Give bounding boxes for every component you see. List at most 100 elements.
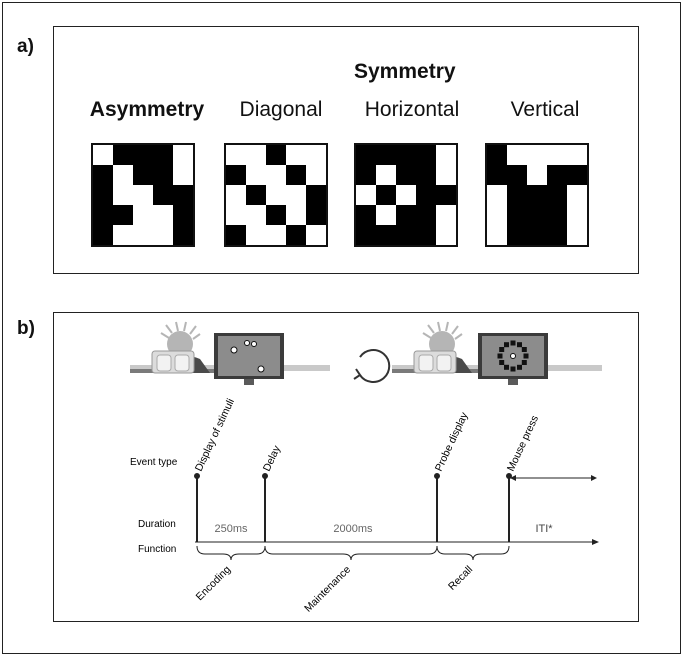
- participant-illustration-recall: [392, 321, 602, 385]
- pattern-cell: [527, 145, 547, 165]
- duration-iti: ITI*: [535, 523, 553, 535]
- pattern-cell: [396, 185, 416, 205]
- duration-2000ms: 2000ms: [333, 523, 373, 535]
- pattern-cell: [547, 225, 567, 245]
- pattern-cell: [527, 225, 547, 245]
- pattern-cell: [153, 145, 173, 165]
- pattern-cell: [133, 225, 153, 245]
- pattern-cell: [487, 145, 507, 165]
- event-marker-probe: [434, 473, 440, 479]
- pattern-cell: [286, 205, 306, 225]
- eeg-cap-electrodes: [422, 321, 463, 340]
- pattern-cell: [153, 225, 173, 245]
- pattern-cell: [113, 205, 133, 225]
- pattern-cell: [113, 145, 133, 165]
- pattern-cell: [396, 225, 416, 245]
- pattern-cell: [306, 225, 326, 245]
- probe-square: [523, 353, 529, 359]
- pattern-cell: [93, 185, 113, 205]
- stimulus-dot: [251, 341, 257, 347]
- event-marker-delay: [262, 473, 268, 479]
- diagonal-label: Diagonal: [239, 98, 323, 121]
- pattern-cell: [356, 145, 376, 165]
- pattern-cell: [266, 145, 286, 165]
- probe-square: [499, 360, 505, 365]
- pattern-cell: [356, 185, 376, 205]
- pattern-cell: [286, 165, 306, 185]
- horizontal-pattern: [354, 143, 458, 247]
- monitor-stand: [244, 379, 254, 385]
- pattern-cell: [567, 165, 587, 185]
- event-label-display-of-stimuli: Display of stimuli: [193, 397, 237, 473]
- probe-center-dot: [510, 353, 516, 359]
- pattern-cell: [416, 185, 436, 205]
- probe-square: [499, 347, 505, 352]
- pattern-cell: [436, 145, 456, 165]
- pattern-cell: [153, 205, 173, 225]
- function-row-label: Function: [138, 544, 176, 555]
- eeg-cap-electrodes: [160, 321, 201, 340]
- function-label-encoding: Encoding: [194, 564, 234, 604]
- pattern-cell: [113, 185, 133, 205]
- pattern-cell: [306, 205, 326, 225]
- pattern-cell: [396, 205, 416, 225]
- stimulus-dot: [230, 346, 238, 354]
- probe-ring: [497, 340, 529, 372]
- pattern-cell: [507, 185, 527, 205]
- pattern-cell: [527, 165, 547, 185]
- stimulus-dot: [257, 365, 265, 373]
- pattern-cell: [246, 145, 266, 165]
- pattern-cell: [226, 165, 246, 185]
- event-type-row-label: Event type: [130, 457, 178, 468]
- pattern-cell: [133, 185, 153, 205]
- pattern-cell: [93, 225, 113, 245]
- probe-square: [504, 342, 509, 348]
- panel-b-label: b): [17, 318, 35, 339]
- pattern-cell: [173, 185, 193, 205]
- pattern-cell: [507, 205, 527, 225]
- event-label-mouse-press: Mouse press: [505, 414, 541, 474]
- pattern-cell: [306, 165, 326, 185]
- stimulus-dot: [244, 340, 250, 346]
- response-button-right: [174, 354, 190, 372]
- function-label-maintenance: Maintenance: [302, 564, 353, 615]
- vertical-label: Vertical: [510, 98, 580, 121]
- probe-square: [510, 366, 516, 372]
- panel-a-label: a): [17, 36, 34, 57]
- pattern-cell: [133, 145, 153, 165]
- repeat-cycle-icon: [353, 349, 391, 383]
- pattern-cell: [266, 225, 286, 245]
- pattern-cell: [266, 165, 286, 185]
- asymmetry-label: Asymmetry: [89, 98, 205, 121]
- pattern-cell: [547, 185, 567, 205]
- pattern-cell: [547, 165, 567, 185]
- pattern-cell: [567, 225, 587, 245]
- pattern-cell: [173, 225, 193, 245]
- pattern-cell: [93, 145, 113, 165]
- pattern-cell: [246, 205, 266, 225]
- pattern-cell: [487, 205, 507, 225]
- pattern-cell: [527, 185, 547, 205]
- panel-b: Event type Duration Function Display of …: [53, 312, 639, 622]
- duration-250ms: 250ms: [214, 523, 248, 535]
- pattern-cell: [266, 185, 286, 205]
- pattern-cell: [396, 145, 416, 165]
- vertical-pattern: [485, 143, 589, 247]
- panel-a: Symmetry Asymmetry Diagonal Horizontal V…: [53, 26, 639, 274]
- pattern-cell: [133, 165, 153, 185]
- brace-maintenance: [264, 545, 438, 561]
- pattern-cell: [226, 185, 246, 205]
- pattern-cell: [246, 165, 266, 185]
- pattern-cell: [173, 165, 193, 185]
- event-label-probe-display: Probe display: [433, 410, 471, 473]
- event-label-delay: Delay: [261, 443, 284, 473]
- pattern-cell: [487, 225, 507, 245]
- asymmetry-pattern: [91, 143, 195, 247]
- pattern-cell: [416, 165, 436, 185]
- pattern-cell: [376, 145, 396, 165]
- pattern-cell: [487, 165, 507, 185]
- pattern-cell: [416, 145, 436, 165]
- pattern-cell: [93, 205, 113, 225]
- pattern-cell: [376, 165, 396, 185]
